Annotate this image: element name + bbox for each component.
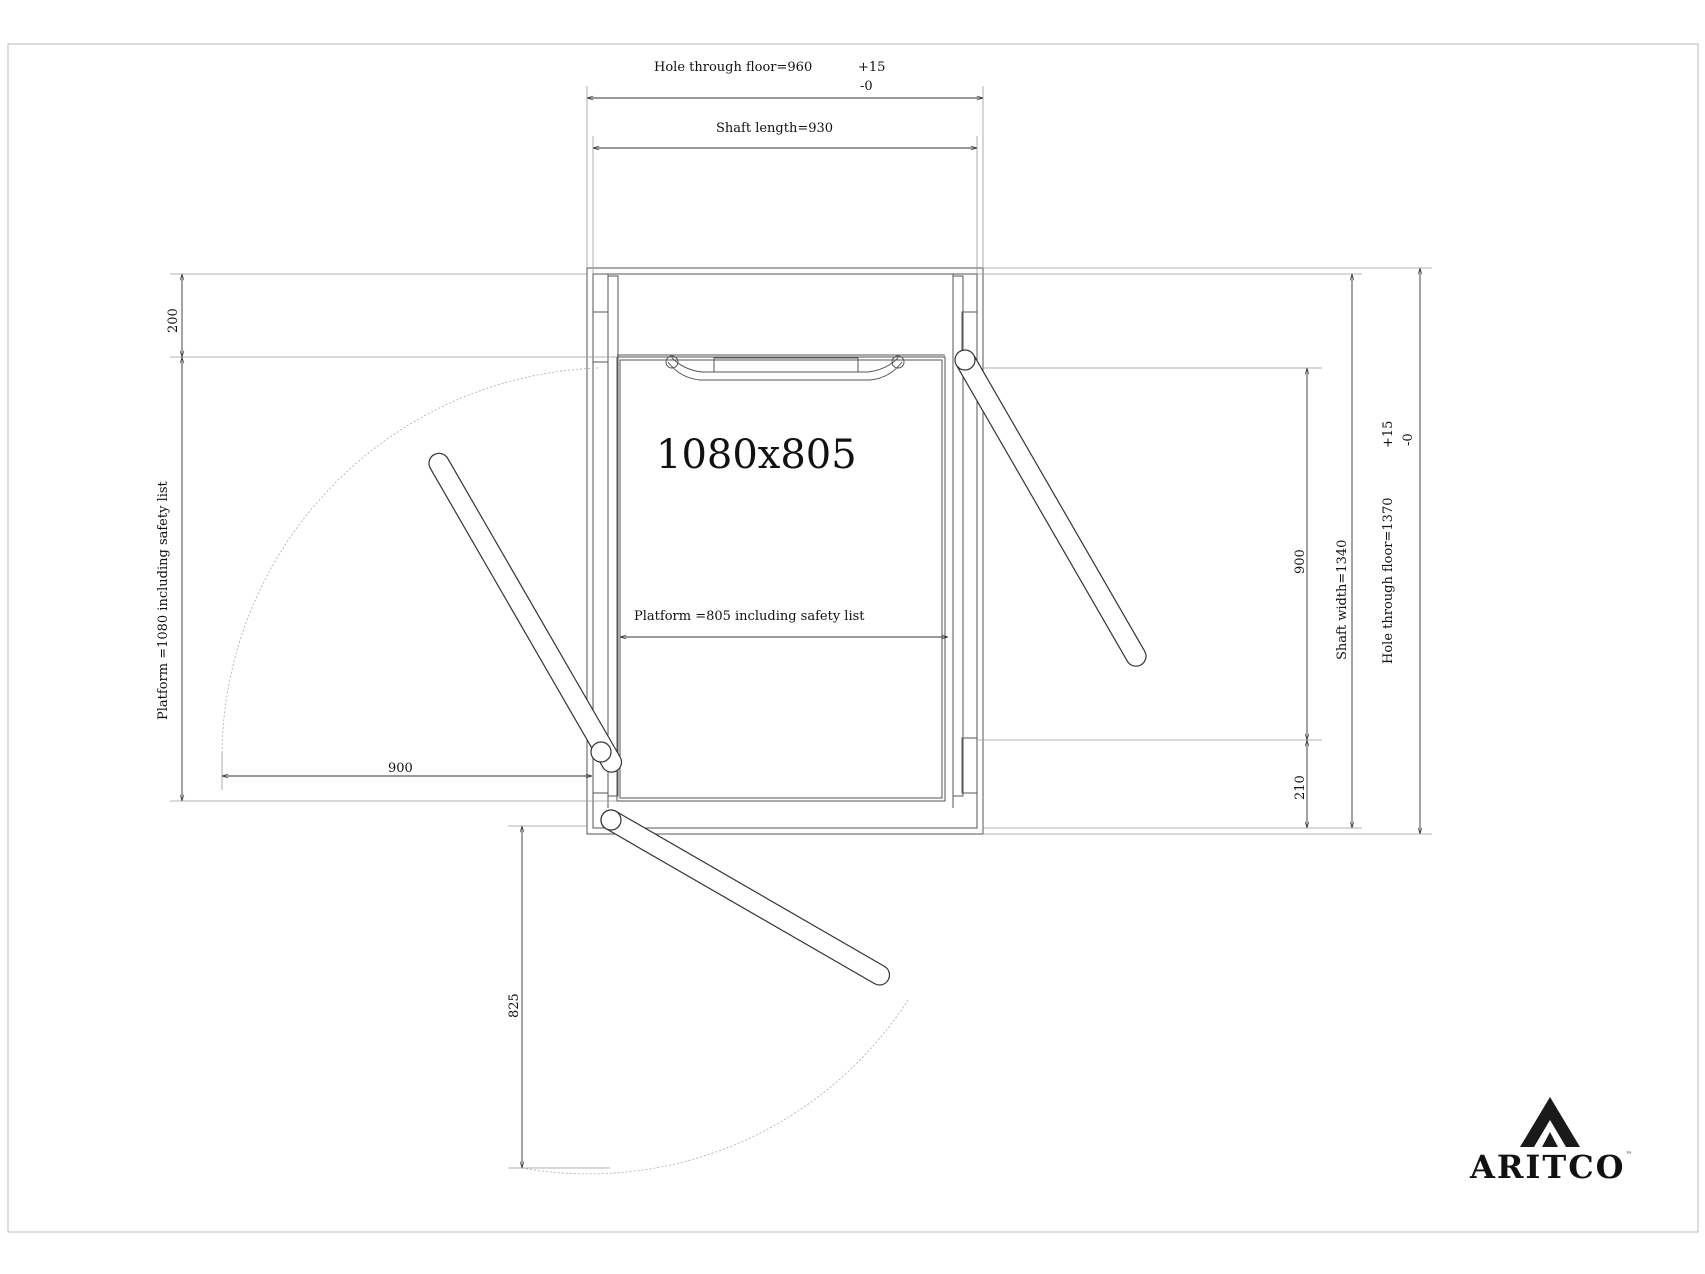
right-door	[954, 349, 1147, 667]
platform-length-label: Platform =1080 including safety list	[156, 480, 171, 720]
shaft-length-label: Shaft length=930	[716, 121, 833, 136]
handrail	[665, 355, 905, 381]
logo-trademark: ™	[1626, 1151, 1632, 1158]
dim-825-label: 825	[507, 993, 522, 1018]
platform-width-label: Platform =805 including safety list	[634, 609, 865, 624]
tolerance-plus-top: +15	[858, 60, 885, 75]
aritco-logo-mark-icon	[1520, 1097, 1580, 1147]
hole-width-label: Hole through floor=1370	[1381, 498, 1396, 665]
dim-210-label: 210	[1293, 775, 1308, 800]
platform-size-label: 1080x805	[656, 432, 857, 478]
tolerance-minus-right: -0	[1401, 433, 1416, 446]
aritco-logo: ARITCO ™	[1469, 1097, 1632, 1186]
logo-text: ARITCO	[1469, 1148, 1626, 1186]
bottom-door-swing-arc	[521, 999, 909, 1175]
page-frame	[7, 43, 1699, 1233]
tolerance-minus-top: -0	[860, 79, 873, 94]
platform	[616, 356, 946, 802]
bottom-door	[600, 809, 891, 986]
shaft-width-label: Shaft width=1340	[1335, 540, 1350, 660]
dim-900-left-label: 900	[388, 761, 413, 776]
dim-900-right-label: 900	[1293, 549, 1308, 574]
hole-length-label: Hole through floor=960	[654, 60, 812, 75]
left-door-swing-arc	[221, 367, 599, 753]
tolerance-plus-right: +15	[1381, 421, 1396, 448]
shaft	[586, 267, 984, 835]
left-door	[428, 452, 623, 773]
dim-200-label: 200	[166, 308, 181, 333]
